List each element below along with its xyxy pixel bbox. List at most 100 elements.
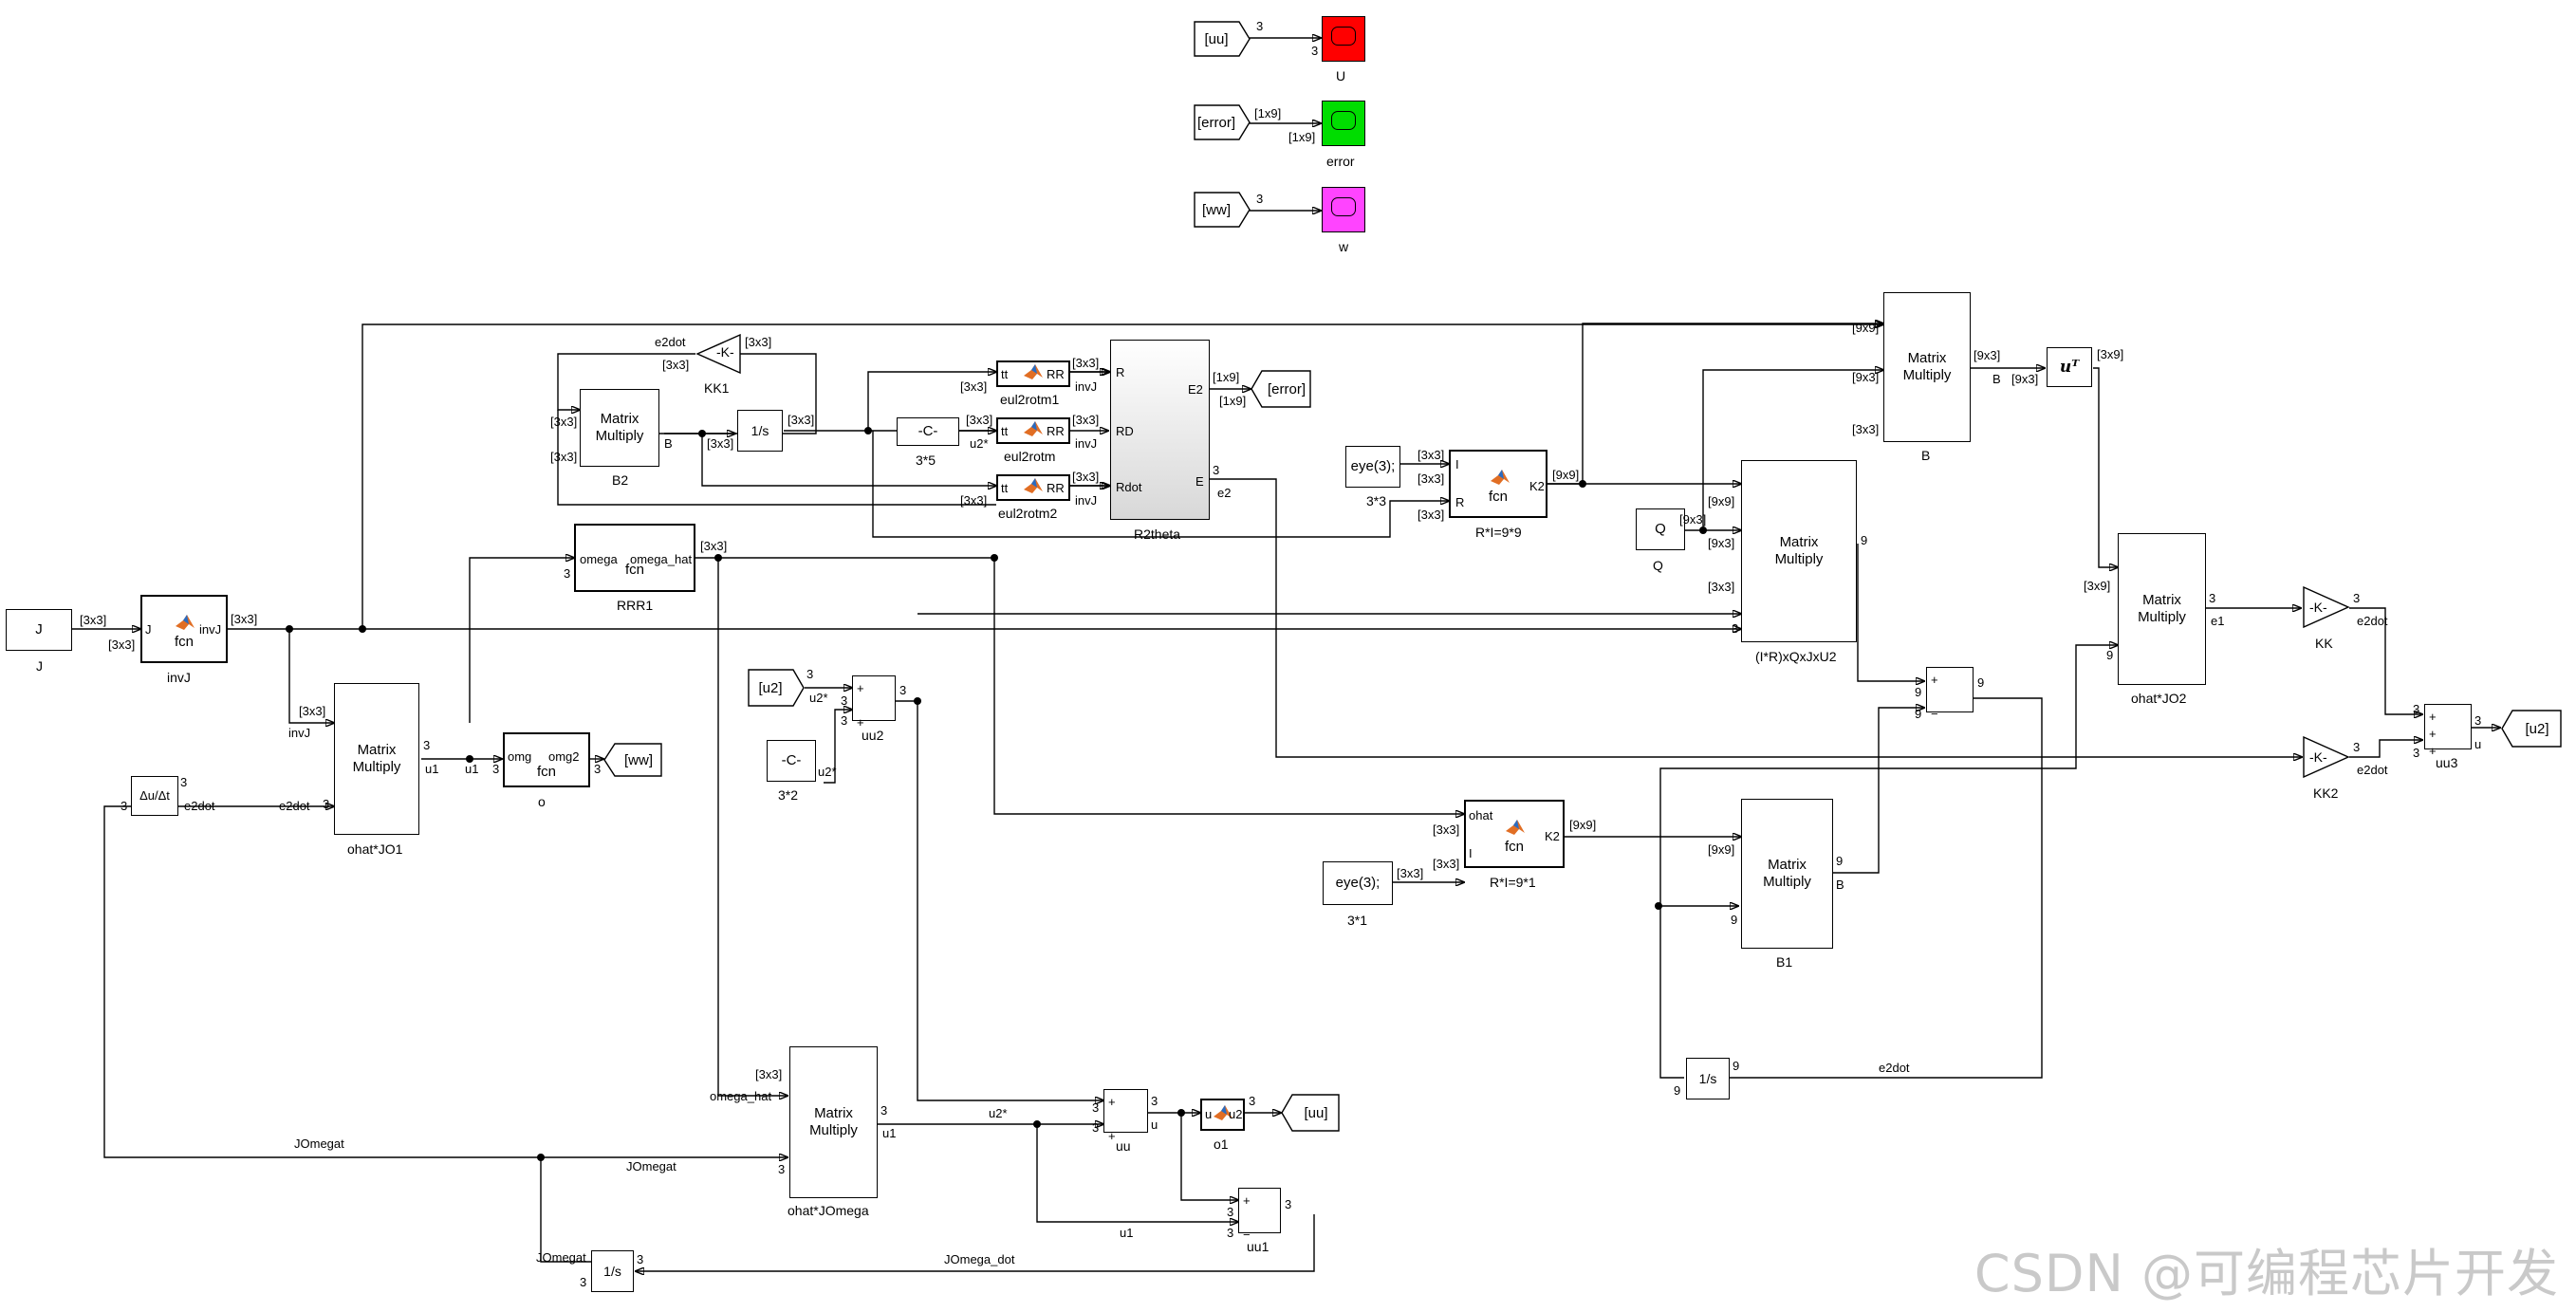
goto-ww-tag[interactable]: [ww]: [603, 743, 662, 777]
eul2rotm2-invj-port: invJ: [1075, 493, 1098, 508]
matrix-multiply-text: Matrix Multiply: [1902, 350, 1952, 383]
scope-screen-icon: [1331, 27, 1356, 46]
matrix-multiply-ohat-jomega[interactable]: Matrix Multiply: [789, 1046, 878, 1198]
dim-label: 3: [1285, 1197, 1292, 1211]
dim-label: 3: [180, 775, 188, 789]
o1-out-port: u2: [1229, 1107, 1243, 1121]
scope-error[interactable]: [1322, 101, 1365, 146]
constant-q[interactable]: Q: [1636, 508, 1685, 550]
dim-label: [3x3]: [707, 436, 734, 451]
r2theta-name: R2theta: [1134, 527, 1181, 542]
transpose-block[interactable]: uᵀ: [2047, 347, 2092, 387]
eul2rotm2-in-port: tt: [1001, 481, 1009, 495]
eye3-value: eye(3);: [1350, 458, 1396, 474]
matrix-multiply-text: Matrix Multiply: [595, 411, 644, 444]
sum-uu2-block[interactable]: ++: [852, 675, 896, 730]
scope-error-dim: [1x9]: [1254, 106, 1282, 120]
constant-eye3-3x3[interactable]: eye(3);: [1345, 446, 1400, 488]
r2theta-subsystem[interactable]: [1110, 340, 1210, 520]
goto-uu-tag[interactable]: [uu]: [1281, 1094, 1340, 1132]
constant-j-block[interactable]: J: [6, 609, 72, 651]
matrix-multiply-ohat-jo1[interactable]: Matrix Multiply: [334, 683, 419, 835]
dim-label: 3: [564, 566, 571, 581]
rrr1-fcn-block[interactable]: fcn: [574, 524, 695, 592]
goto-error-tag[interactable]: [error]: [1251, 370, 1311, 408]
sum-plus-signs: ++: [857, 681, 864, 730]
o-fcn-block[interactable]: fcn: [503, 732, 590, 787]
goto-uu-label: [uu]: [1304, 1104, 1328, 1121]
integrator-1-block[interactable]: 1/s: [737, 410, 783, 452]
goto-ww-label: [ww]: [624, 751, 653, 768]
gain-kk1-block[interactable]: [695, 334, 743, 374]
goto-u2-tag[interactable]: [u2]: [2501, 710, 2562, 748]
constant-c-3x5[interactable]: -C-: [897, 417, 959, 446]
transpose-symbol: uᵀ: [2059, 358, 2080, 377]
signal-u1-label: u1: [1120, 1226, 1134, 1240]
constant-c-3x2[interactable]: -C-: [767, 740, 816, 782]
dim-label: 3: [1227, 1226, 1234, 1240]
dim-label: 3: [806, 667, 814, 681]
q-value: Q: [1655, 521, 1666, 537]
from-error-tag[interactable]: [error]: [1194, 104, 1251, 140]
sum-signs: +−: [1931, 673, 1938, 721]
from-uu-tag[interactable]: [uu]: [1194, 21, 1251, 57]
sum-uu-block[interactable]: ++: [1103, 1089, 1148, 1143]
matrix-multiply-b[interactable]: Matrix Multiply: [1883, 292, 1971, 442]
dim-label: 3: [423, 738, 431, 752]
dim-label: [9x3]: [2011, 372, 2039, 386]
gain-kk1-value: -K-: [716, 344, 734, 360]
eul2rotm2-block[interactable]: [996, 474, 1070, 501]
eul2rotm-invj-port: invJ: [1075, 436, 1098, 451]
from-u2-tag[interactable]: [u2]: [748, 669, 805, 707]
invj-fcn-block[interactable]: fcn: [140, 595, 228, 663]
signal-u1-label: u1: [425, 762, 439, 776]
dim-label: 3: [120, 799, 128, 813]
dim-label: 3: [1151, 1094, 1158, 1108]
uu3-name: uu3: [2436, 755, 2458, 770]
dim-label: 3: [323, 797, 330, 811]
eul2rotm1-block[interactable]: [996, 360, 1070, 387]
dim-label: 3: [1732, 621, 1739, 636]
matrix-multiply-b1[interactable]: Matrix Multiply: [1741, 799, 1833, 949]
scope-u[interactable]: [1322, 16, 1365, 62]
dim-label: 9: [1674, 1083, 1681, 1098]
matrix-multiply-ohat-jo2[interactable]: Matrix Multiply: [2118, 533, 2206, 685]
sum-uu3-block[interactable]: +++: [2424, 704, 2472, 758]
sum-9-block[interactable]: +−: [1926, 667, 1974, 721]
dim-label: 3: [2209, 591, 2216, 605]
scope-w[interactable]: [1322, 187, 1365, 232]
dim-label: [3x3]: [1433, 822, 1460, 837]
kk-name: KK: [2315, 636, 2333, 651]
integrator-9-block[interactable]: 1/s: [1686, 1058, 1730, 1099]
matrix-multiply-irxq[interactable]: Matrix Multiply: [1741, 460, 1857, 642]
ri99-fcn-text: fcn: [1488, 489, 1508, 505]
matlab-function-icon: [1024, 421, 1043, 436]
constant-eye3-3x1[interactable]: eye(3);: [1323, 861, 1393, 905]
gain-kk2-block[interactable]: [2302, 736, 2351, 778]
from-ww-tag[interactable]: [ww]: [1194, 192, 1251, 228]
matrix-multiply-text: Matrix Multiply: [352, 742, 401, 775]
sum-uu1-block[interactable]: +−: [1238, 1188, 1281, 1242]
ri91-fcn-block[interactable]: fcn: [1464, 800, 1565, 868]
dim-label: 3: [2413, 702, 2420, 716]
signal-omega-hat-label: omega_hat: [710, 1089, 772, 1103]
dim-label: 3: [880, 1103, 888, 1118]
signal-e2-label: e2: [1217, 486, 1232, 500]
ri99-fcn-block[interactable]: fcn: [1449, 450, 1547, 518]
gain-kk-block[interactable]: [2302, 586, 2351, 628]
q-name: Q: [1653, 558, 1663, 573]
dim-label: [3x3]: [231, 612, 258, 626]
signal-invj-label: invJ: [288, 726, 311, 740]
signal-e2dot-label: e2dot: [279, 799, 310, 813]
constant-c-value: -C-: [781, 752, 802, 768]
matrix-multiply-b2[interactable]: Matrix Multiply: [580, 389, 659, 467]
from-uu-label: [uu]: [1204, 30, 1229, 47]
derivative-block[interactable]: Δu/Δt: [131, 776, 178, 816]
eye33-name: 3*3: [1366, 493, 1387, 508]
matlab-function-icon: [1506, 820, 1525, 835]
scope-w-name: w: [1339, 239, 1349, 254]
integrator-j-block[interactable]: 1/s: [591, 1250, 634, 1292]
signal-jomegat-label: JOmegat: [626, 1159, 676, 1173]
scope-u-dim: 3: [1256, 19, 1264, 33]
dim-label: [3x9]: [2084, 579, 2111, 593]
